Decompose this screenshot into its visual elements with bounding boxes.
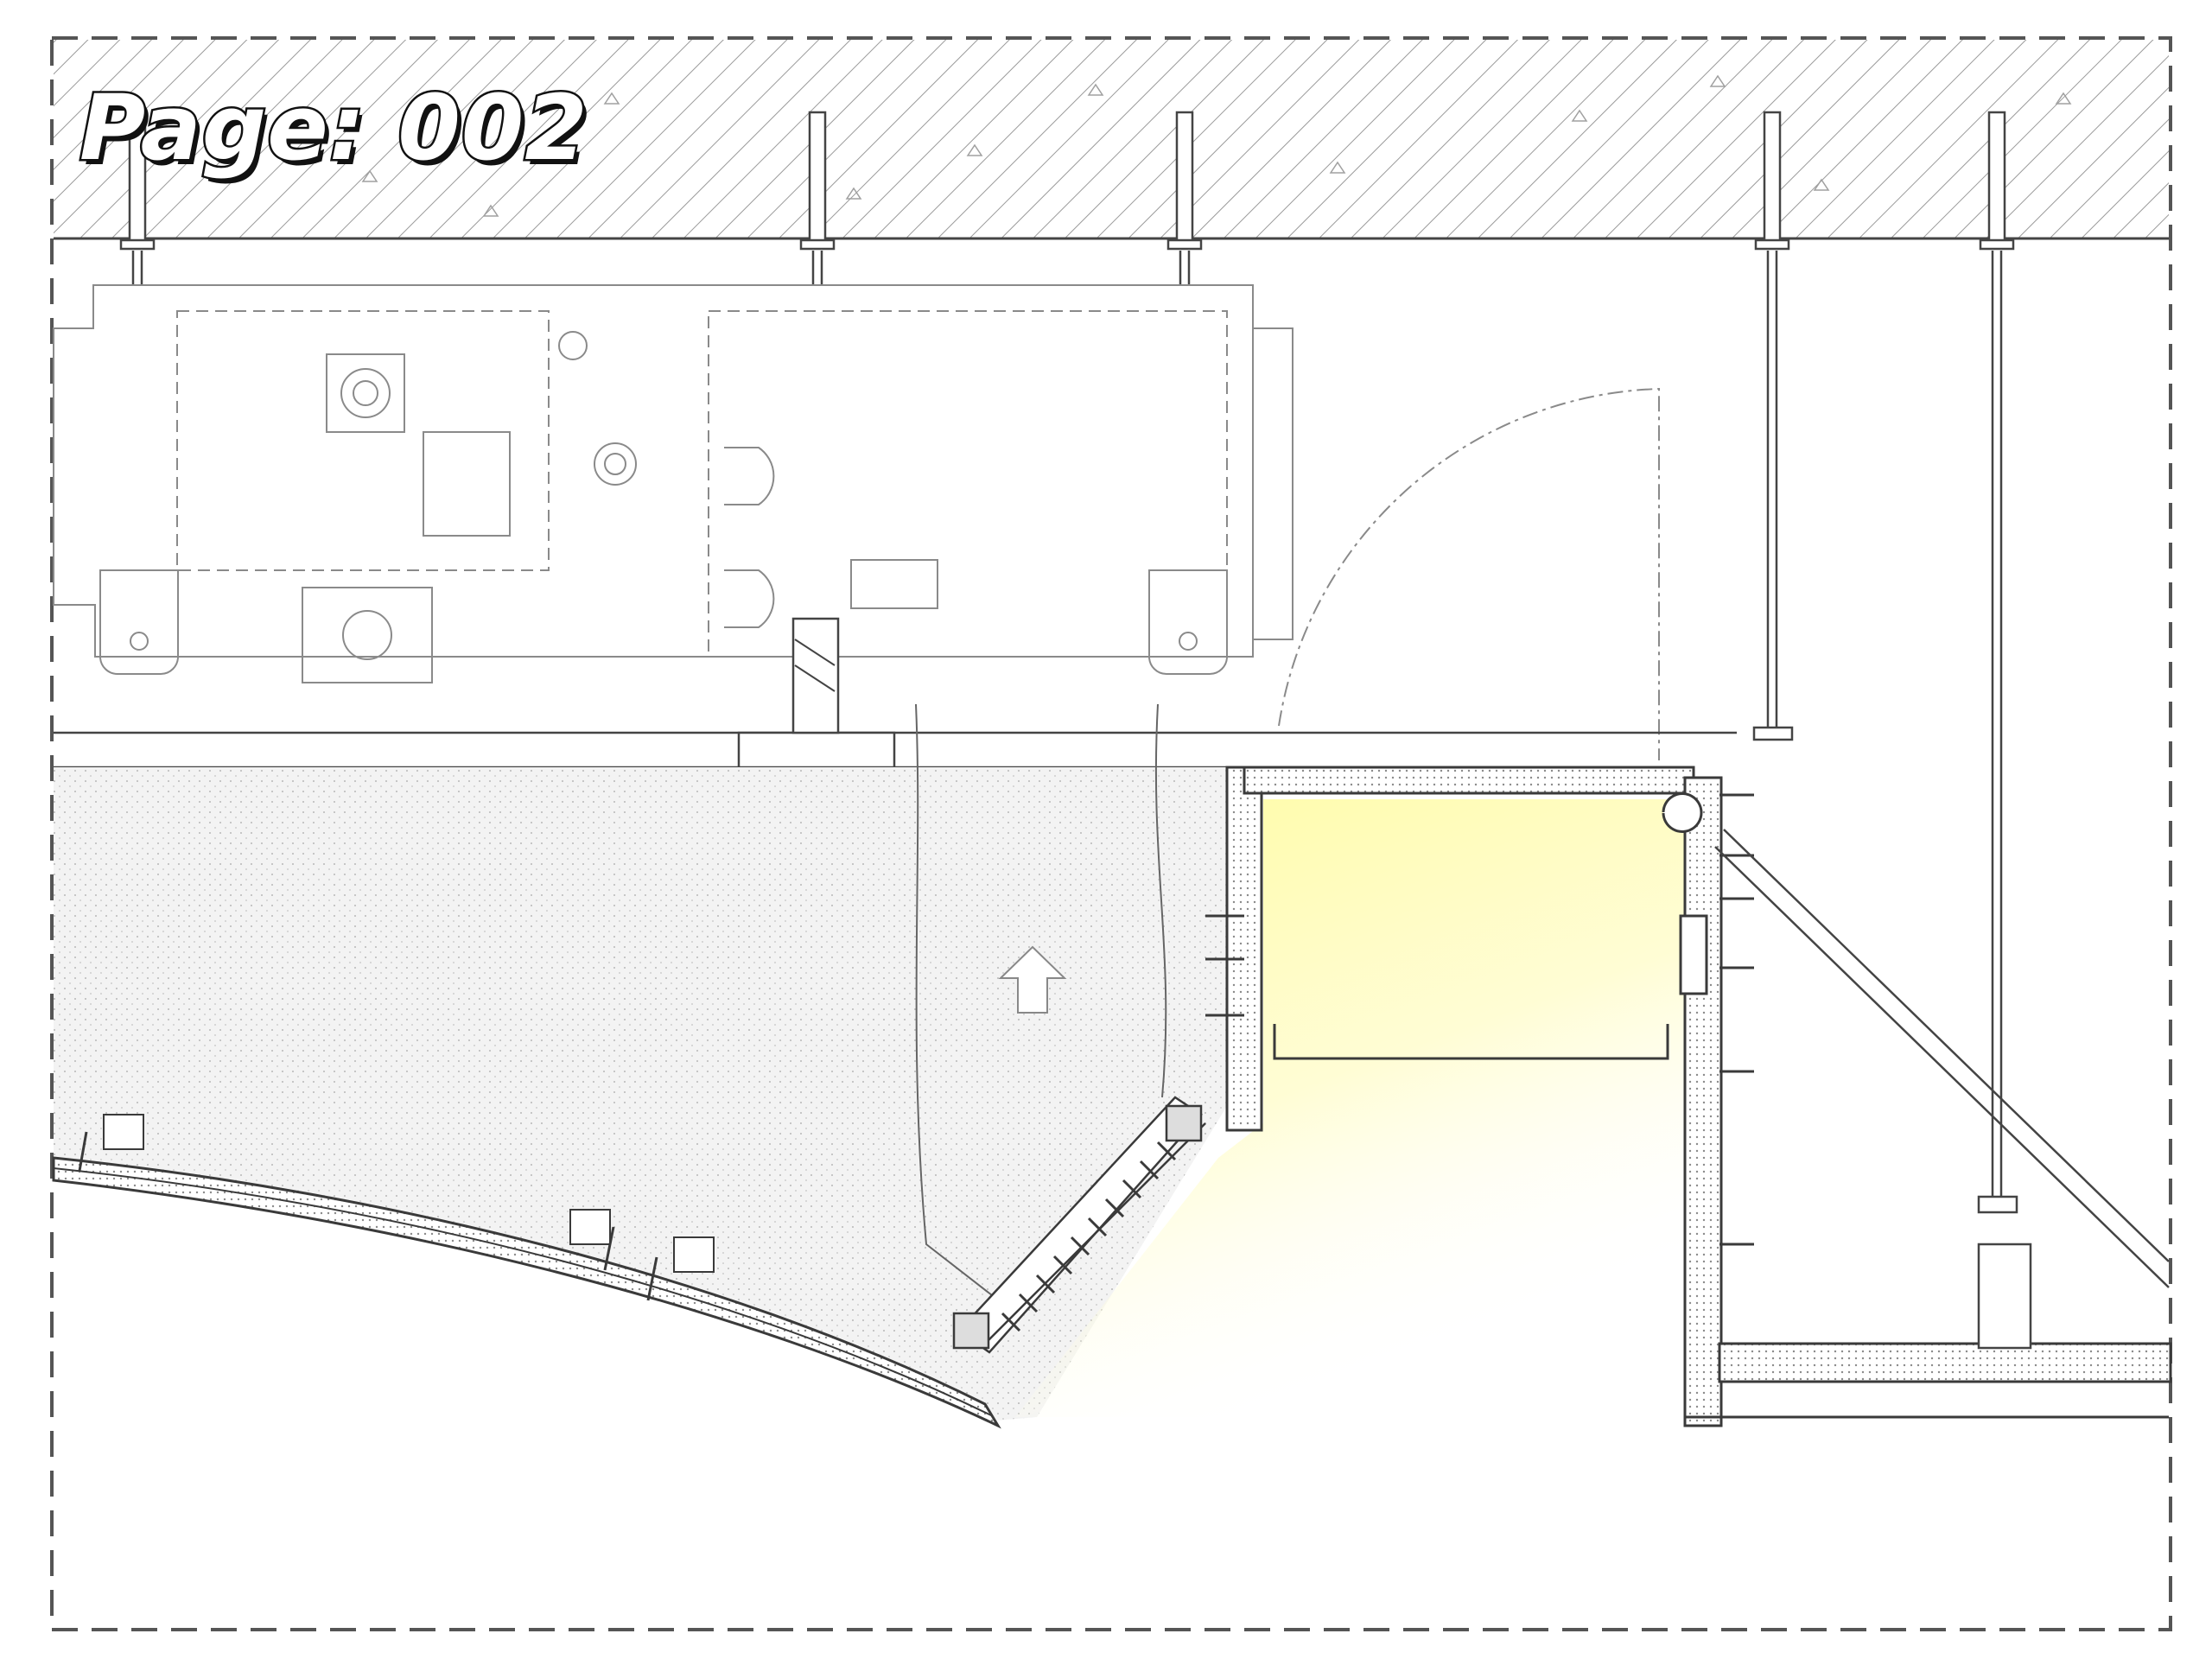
access-door-swing (1278, 387, 1660, 760)
drawing-frame (50, 36, 2172, 1631)
light-box-walls (1225, 766, 2172, 1427)
page-label: Page: 002 (78, 75, 590, 181)
concrete-slab (54, 40, 2169, 240)
anchor-rod-5 (1977, 111, 2018, 1214)
ceiling-board-area (54, 703, 1227, 1421)
angled-light-slot (952, 1096, 1206, 1354)
curved-ceiling-edge (52, 1114, 1001, 1429)
diagonal-brace (1714, 829, 2170, 1350)
cove-light-glow (1015, 799, 1685, 1417)
hvac-unit (53, 284, 1294, 683)
anchor-rod-4 (1752, 111, 1794, 741)
air-flow-arrow (998, 945, 1067, 1014)
